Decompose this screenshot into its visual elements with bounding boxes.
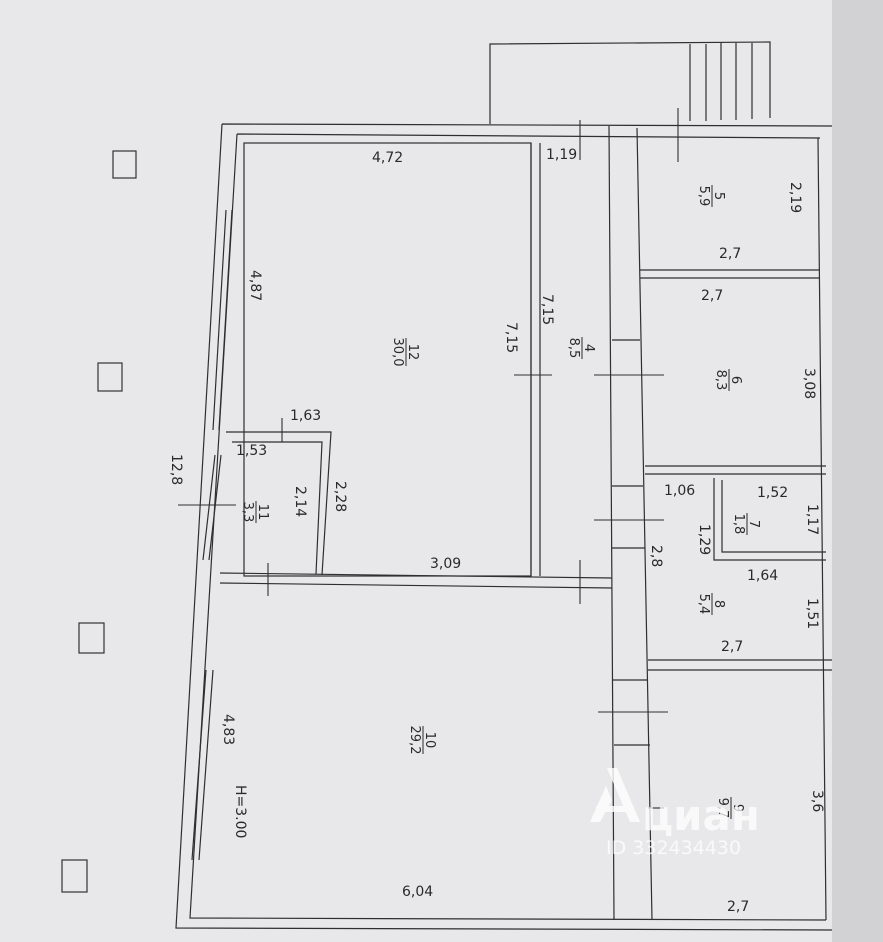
room-label-8: 8 5,4 <box>696 593 726 615</box>
margin-squares <box>61 150 137 893</box>
room-area: 30,0 <box>390 338 405 367</box>
dimension-ticks <box>178 108 679 809</box>
dimension-labels: 4,72 1,19 2,19 2,7 2,7 4,87 7,15 7,15 3,… <box>168 147 825 915</box>
dim-2-19: 2,19 <box>787 182 803 213</box>
dim-3-6: 3,6 <box>809 790 825 812</box>
margin-square-4 <box>61 859 88 893</box>
dim-6-04: 6,04 <box>402 884 433 900</box>
room-label-5: 5 5,9 <box>696 185 726 207</box>
room-7-outline <box>713 478 826 561</box>
dim-4-83: 4,83 <box>220 714 236 745</box>
margin-square-3 <box>78 622 105 654</box>
room-8-bottom-wall <box>648 659 832 671</box>
room-area: 5,4 <box>696 594 711 615</box>
dim-2-7-room8: 2,7 <box>721 639 743 655</box>
dim-2-28: 2,28 <box>332 481 348 512</box>
room-number: 9 <box>730 804 745 812</box>
wall-room10-top <box>219 572 613 589</box>
room-label-6: 6 8,3 <box>713 369 743 391</box>
dim-4-87: 4,87 <box>247 270 263 301</box>
dim-1-06: 1,06 <box>664 483 695 499</box>
room-5-bottom-wall <box>640 269 820 279</box>
dim-3-09: 3,09 <box>430 556 461 572</box>
dim-1-63: 1,63 <box>290 408 321 424</box>
room-area: 5,9 <box>696 186 711 207</box>
room-number: 5 <box>711 192 726 200</box>
dim-2-7-room6: 2,7 <box>701 288 723 304</box>
room-labels: 5 5,9 12 30,0 4 8,5 6 8,3 11 3,3 7 1,8 <box>240 185 761 819</box>
outer-wall-right-mid <box>817 137 827 921</box>
dim-3-08: 3,08 <box>801 368 817 399</box>
paper-sheet <box>0 0 832 942</box>
room-label-4: 4 8,5 <box>566 337 596 359</box>
room-label-9: 9 9,7 <box>715 797 745 819</box>
dim-4-72: 4,72 <box>372 150 403 166</box>
dim-7-15-a: 7,15 <box>539 294 555 325</box>
dim-2-8: 2,8 <box>648 545 664 567</box>
porch-outline <box>489 41 771 124</box>
room-area: 29,2 <box>407 726 422 755</box>
room-area: 8,5 <box>566 338 581 359</box>
room-number: 7 <box>746 520 761 528</box>
window-left-lower <box>191 669 214 861</box>
room-label-12: 12 30,0 <box>390 338 420 367</box>
dim-1-64: 1,64 <box>747 568 778 584</box>
margin-square-1 <box>112 150 137 179</box>
dim-h-3-00: H=3.00 <box>232 785 248 838</box>
room-label-10: 10 29,2 <box>407 726 437 755</box>
central-wall-b <box>636 127 653 921</box>
window-left-mid <box>202 454 222 561</box>
watermark: циан ID 332434430 <box>590 768 760 859</box>
dim-12-8: 12,8 <box>168 454 184 485</box>
room-11-outline <box>226 431 332 576</box>
dim-2-7-room5: 2,7 <box>719 246 741 262</box>
dim-1-51: 1,51 <box>804 598 820 629</box>
dim-1-17: 1,17 <box>804 504 820 535</box>
central-wall-a <box>608 125 615 921</box>
dim-1-52: 1,52 <box>757 485 788 501</box>
room-area: 8,3 <box>713 370 728 391</box>
dim-2-7-room9: 2,7 <box>727 899 749 915</box>
room-number: 10 <box>422 732 437 749</box>
dim-1-53: 1,53 <box>236 443 267 459</box>
room-number: 8 <box>711 600 726 608</box>
room-label-7: 7 1,8 <box>731 513 761 535</box>
cian-logo-icon <box>590 768 640 822</box>
dim-1-19: 1,19 <box>546 147 577 163</box>
dim-7-15-b: 7,15 <box>503 322 519 353</box>
room-number: 12 <box>405 344 420 361</box>
background-edge <box>832 0 883 942</box>
room-label-11: 11 3,3 <box>240 501 270 523</box>
room-number: 6 <box>728 376 743 384</box>
room-number: 4 <box>581 344 596 352</box>
room-area: 3,3 <box>240 502 255 523</box>
room-area: 9,7 <box>715 798 730 819</box>
window-left-upper <box>212 209 233 431</box>
dim-1-29: 1,29 <box>696 524 712 555</box>
room-6-bottom-wall <box>645 465 826 475</box>
watermark-brand: циан <box>642 791 760 840</box>
outer-wall-outer <box>175 123 833 931</box>
room-number: 11 <box>255 504 270 521</box>
room-area: 1,8 <box>731 514 746 535</box>
watermark-id: ID 332434430 <box>606 837 741 859</box>
walls <box>175 41 833 931</box>
margin-square-2 <box>97 362 123 392</box>
dim-2-14: 2,14 <box>292 486 308 517</box>
